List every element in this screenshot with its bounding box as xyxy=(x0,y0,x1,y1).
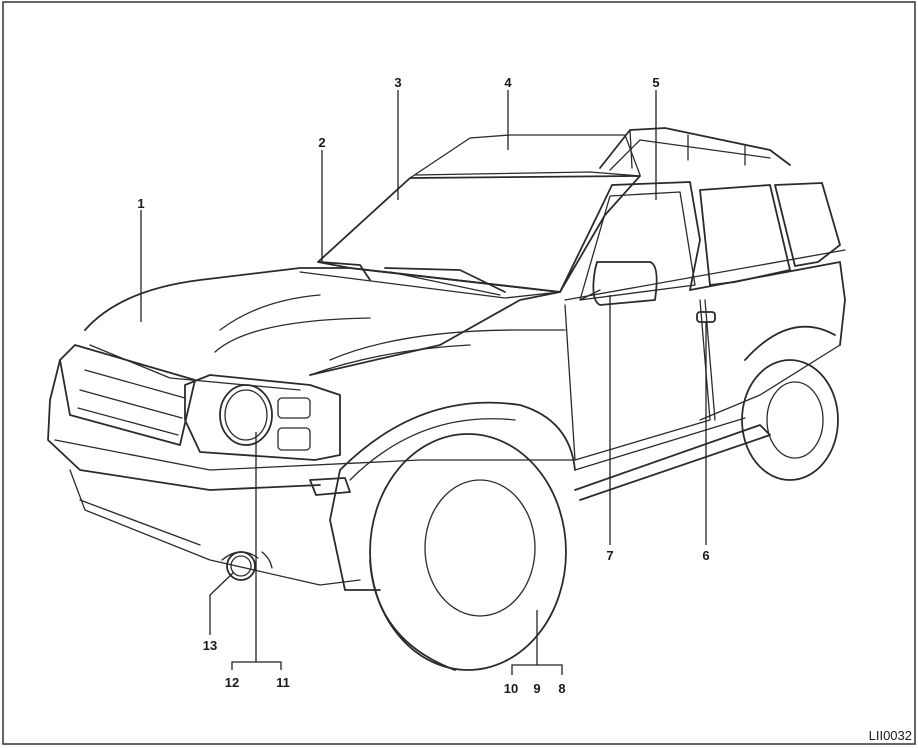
callout-12: 12 xyxy=(225,675,239,690)
callout-1: 1 xyxy=(137,196,144,211)
callout-8: 8 xyxy=(558,681,565,696)
callout-2: 2 xyxy=(318,135,325,150)
callout-labels: 1 2 3 4 5 6 7 8 9 10 11 12 13 xyxy=(137,75,709,696)
callout-5: 5 xyxy=(652,75,659,90)
callout-3: 3 xyxy=(394,75,401,90)
callout-7: 7 xyxy=(606,548,613,563)
vehicle-illustration xyxy=(47,127,846,671)
callout-10: 10 xyxy=(504,681,518,696)
callout-11: 11 xyxy=(276,675,290,690)
callout-13: 13 xyxy=(203,638,217,653)
leader-lines xyxy=(140,90,707,675)
figure-code: LII0032 xyxy=(869,728,912,743)
callout-9: 9 xyxy=(533,681,540,696)
callout-4: 4 xyxy=(504,75,512,90)
callout-6: 6 xyxy=(702,548,709,563)
